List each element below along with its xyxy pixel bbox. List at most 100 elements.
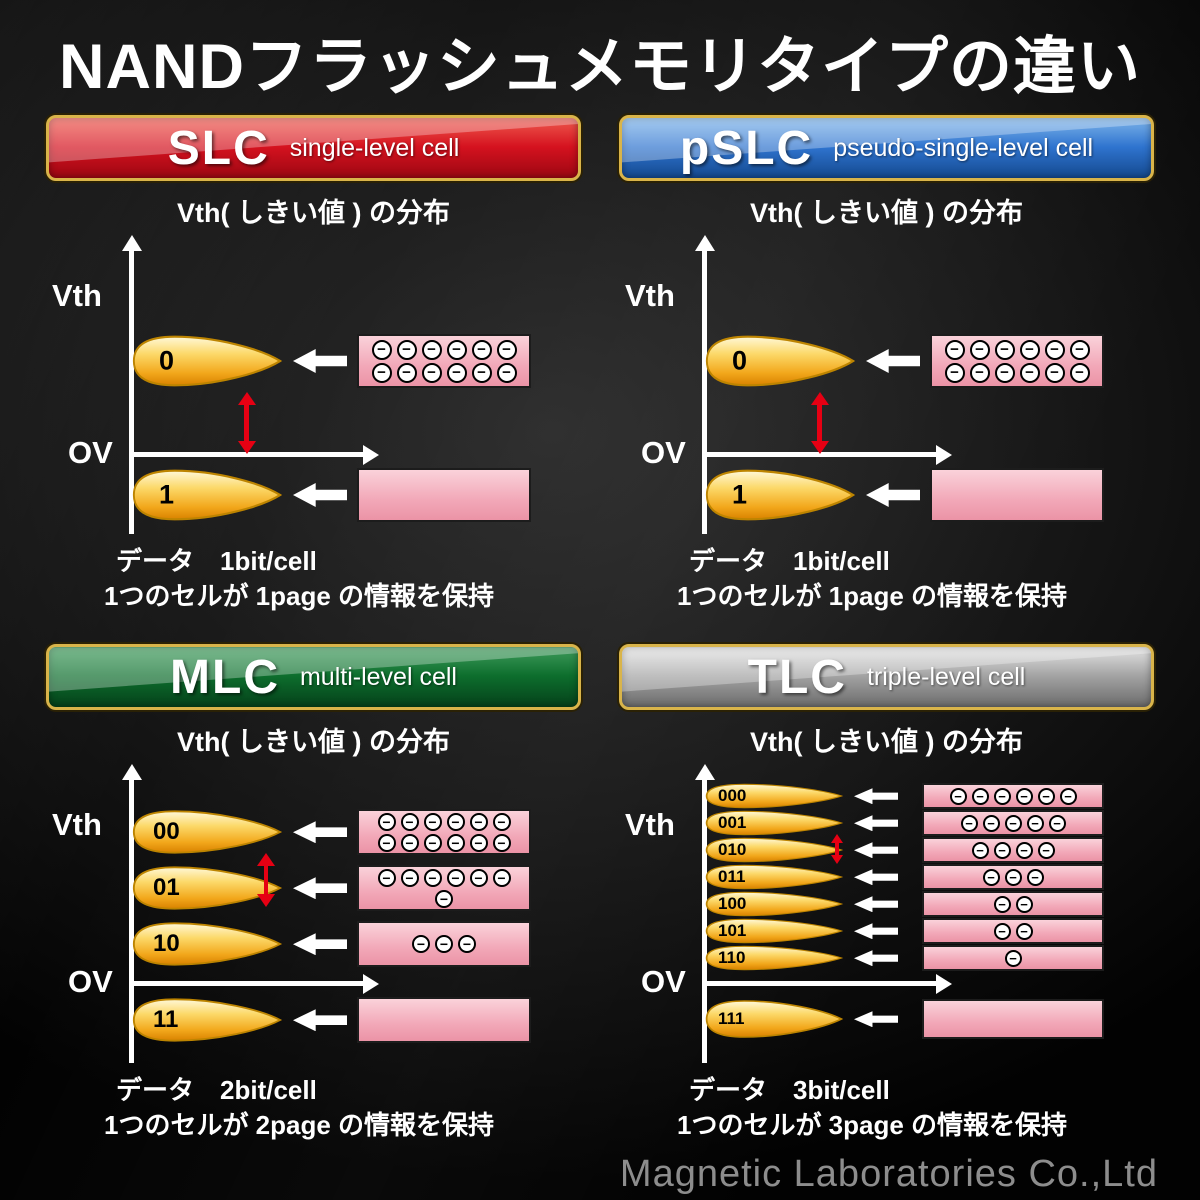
level-lobe: 001: [704, 810, 844, 836]
level-lobe: 1: [704, 468, 856, 522]
page-title: NANDフラッシュメモリタイプの違い: [59, 32, 1141, 102]
left-arrow-icon: [854, 950, 898, 967]
level-lobe: 111: [704, 999, 844, 1039]
footer-credit: Magnetic Laboratories Co.,Ltd: [619, 1153, 1158, 1195]
level-label: 100: [718, 894, 747, 914]
left-arrow-icon: [854, 869, 898, 886]
electron-box: −−−−−: [922, 810, 1104, 837]
panel-mlc: MLC multi-level cell Vth( しきい値 ) の分布 Vth…: [46, 644, 581, 1143]
left-arrow-icon: [854, 788, 898, 805]
page-info-text: 1つのセルが 1page の情報を保持: [677, 581, 1068, 612]
left-arrow-icon: [854, 923, 898, 940]
level-label: 111: [718, 1009, 745, 1029]
electron-icon: −: [1019, 339, 1040, 360]
electron-icon: −: [492, 833, 511, 852]
electron-icon: −: [1004, 868, 1022, 886]
electron-box: −−−: [357, 921, 531, 968]
electron-box: −−−−−−−−−−−−: [357, 809, 531, 856]
electron-box: −: [922, 945, 1104, 972]
electron-icon: −: [435, 935, 453, 954]
cell-data-info: データ 3bit/cell 1つのセルが 3page の情報を保持: [619, 1073, 1154, 1143]
electron-icon: −: [1026, 814, 1044, 832]
bits-per-cell-text: データ 2bit/cell: [116, 1075, 317, 1106]
banner-acronym: pSLC: [679, 121, 814, 175]
cell-data-info: データ 2bit/cell 1つのセルが 2page の情報を保持: [46, 1073, 581, 1143]
electron-icon: −: [396, 339, 417, 360]
electron-icon: −: [446, 812, 465, 831]
electron-box: −−−−: [922, 837, 1104, 864]
y-axis-label: Vth: [52, 807, 102, 843]
electron-icon: −: [993, 841, 1011, 859]
electron-icon: −: [994, 339, 1015, 360]
page-info-text: 1つのセルが 1page の情報を保持: [104, 581, 495, 612]
electron-box: −−−−−−−: [357, 865, 531, 912]
electron-box: −−−−−−: [922, 783, 1104, 810]
y-axis-label: Vth: [625, 807, 675, 843]
level-lobe: 010: [704, 837, 844, 863]
electron-icon: −: [944, 362, 965, 383]
vth-distribution-chart: Vth OV 0−−−−−−−−−−−−1: [46, 234, 581, 536]
vth-distribution-chart: Vth OV 000−−−−−−001−−−−−010−−−−011−−−100…: [619, 763, 1154, 1065]
page-info-text: 1つのセルが 2page の情報を保持: [104, 1110, 495, 1141]
level-lobe: 0: [131, 334, 283, 388]
electron-icon: −: [446, 868, 465, 887]
electron-icon: −: [458, 935, 476, 954]
bits-per-cell-text: データ 1bit/cell: [116, 546, 317, 576]
electron-icon: −: [982, 814, 1000, 832]
electron-icon: −: [371, 339, 392, 360]
electron-icon: −: [1004, 949, 1022, 967]
electron-box: −−−−−−−−−−−−: [357, 334, 531, 388]
level-label: 10: [153, 930, 180, 958]
electron-icon: −: [1004, 814, 1022, 832]
levels-container: 000−−−−−−001−−−−−010−−−−011−−−100−−101−−…: [704, 763, 1154, 1065]
threshold-gap-arrow-icon: [817, 404, 822, 442]
level-label: 0: [159, 345, 175, 376]
electron-icon: −: [1069, 362, 1090, 383]
x-axis-line: [702, 452, 937, 457]
left-arrow-icon: [293, 483, 347, 507]
x-axis-line: [702, 981, 937, 987]
electron-box: −−−−−−−−−−−−: [930, 334, 1104, 388]
electron-icon: −: [400, 833, 419, 852]
electron-icon: −: [969, 339, 990, 360]
electron-icon: −: [496, 339, 517, 360]
vth-distribution-chart: Vth OV 0−−−−−−−−−−−−1: [619, 234, 1154, 536]
electron-icon: −: [994, 362, 1015, 383]
level-lobe: 01: [131, 865, 283, 911]
y-axis-line: [129, 250, 134, 534]
level-label: 011: [718, 867, 746, 887]
level-label: 110: [718, 948, 746, 968]
electron-icon: −: [1015, 787, 1033, 805]
electron-icon: −: [469, 868, 488, 887]
x-axis-line: [129, 452, 364, 457]
level-label: 000: [718, 786, 747, 806]
electron-icon: −: [412, 935, 430, 954]
left-arrow-icon: [854, 896, 898, 913]
electron-icon: −: [971, 787, 989, 805]
electron-icon: −: [435, 889, 453, 908]
electron-icon: −: [446, 362, 467, 383]
levels-container: 0−−−−−−−−−−−−1: [704, 234, 1154, 536]
left-arrow-icon: [866, 483, 920, 507]
y-axis-line: [702, 779, 707, 1064]
pslc-banner: pSLC pseudo-single-level cell: [619, 115, 1154, 181]
level-lobe: 00: [131, 809, 283, 855]
level-lobe: 011: [704, 864, 844, 890]
electron-icon: −: [469, 812, 488, 831]
electron-icon: −: [400, 812, 419, 831]
level-label: 010: [718, 840, 747, 860]
banner-acronym: SLC: [167, 121, 270, 175]
electron-icon: −: [492, 812, 511, 831]
electron-box: [357, 468, 531, 522]
levels-container: 00−−−−−−−−−−−−01−−−−−−−10−−−11: [131, 763, 581, 1065]
electron-icon: −: [421, 362, 442, 383]
origin-label: OV: [68, 435, 113, 470]
threshold-gap-arrow-icon: [835, 842, 839, 857]
electron-box: −−: [922, 918, 1104, 945]
electron-icon: −: [993, 895, 1011, 913]
y-axis-line: [702, 250, 707, 534]
electron-icon: −: [1059, 787, 1077, 805]
electron-icon: −: [421, 339, 442, 360]
electron-icon: −: [960, 814, 978, 832]
left-arrow-icon: [293, 821, 347, 844]
